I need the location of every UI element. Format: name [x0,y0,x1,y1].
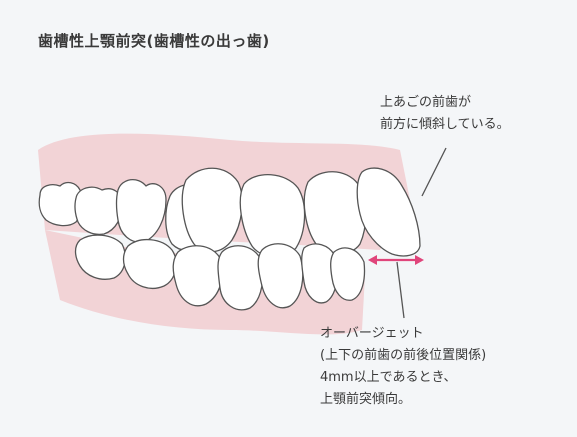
lower-molar-2 [122,239,177,289]
overjet-note-line-3: 4mm以上であるとき、 [320,370,457,385]
upper-lateral-incisor [239,173,306,258]
upper-central-incisor-front [356,167,421,257]
diagram-title: 歯槽性上顎前突(歯槽性の出っ歯) [38,32,270,50]
upper-note-line-1: 上あごの前歯が [380,95,472,110]
lower-premolar-1 [172,245,223,307]
upper-molar-2 [74,186,123,236]
lower-incisor-2 [330,247,366,301]
upper-incisor-note: 上あごの前歯が 前方に傾斜している。 [380,92,510,136]
upper-central-incisor-back [303,171,367,256]
overjet-note-line-2: (上下の前歯の前後位置関係) [320,348,487,363]
overjet-note-line-1: オーバージェット [320,326,424,341]
upper-note-pointer [421,147,447,197]
lower-molar-1 [74,234,126,280]
overjet-note-line-4: 上顎前突傾向。 [320,392,412,407]
upper-premolar-1 [115,179,167,243]
upper-canine [181,167,243,253]
overjet-note: オーバージェット (上下の前歯の前後位置関係) 4mm以上であるとき、 上顎前突… [320,323,486,411]
overjet-note-pointer [396,261,405,319]
upper-note-line-2: 前方に傾斜している。 [380,117,510,132]
lower-canine [257,243,304,309]
lower-incisor-1 [301,243,339,304]
overjet-arrow [368,255,424,265]
lower-premolar-2 [217,245,264,311]
